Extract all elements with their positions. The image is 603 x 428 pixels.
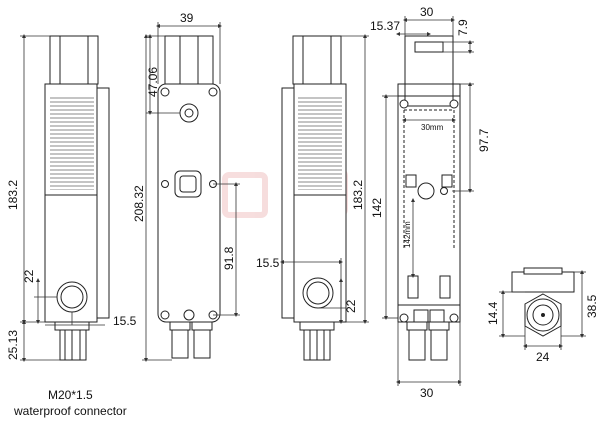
back-view-dims	[382, 16, 474, 386]
dim-right-height: 183.2	[351, 180, 365, 210]
dim-end-height-total: 38.5	[585, 294, 599, 318]
dim-front-width: 39	[180, 11, 194, 25]
dim-back-offset-left: 15.37	[370, 19, 400, 33]
dim-front-head-height: 47.06	[146, 67, 160, 97]
dim-back-width-top: 30	[420, 5, 434, 19]
dim-back-width-bottom: 30	[420, 386, 434, 400]
dim-left-height: 183.2	[6, 180, 20, 210]
dim-left-connector: 25.13	[6, 330, 20, 360]
side-view-left	[44, 35, 110, 361]
dim-back-stroke: 30mm	[421, 123, 444, 132]
dim-back-body-height: 97.7	[477, 128, 491, 152]
dim-back-slot-label: 142mm	[403, 221, 412, 248]
dim-right-button-inset: 15.5	[256, 256, 280, 270]
dim-end-width: 24	[536, 350, 550, 364]
back-view	[397, 35, 461, 361]
dim-left-button-offset: 22	[22, 269, 36, 283]
dim-left-button-inset: 15.5	[113, 314, 137, 328]
connector-caption-line2: waterproof connector	[14, 404, 127, 418]
front-view	[157, 35, 221, 359]
side-view-right	[281, 35, 347, 361]
side-view-right-dims	[280, 34, 369, 324]
connector-caption-line1: M20*1.5	[48, 388, 93, 402]
end-view-dims	[499, 270, 586, 350]
dim-front-total-height: 208.32	[132, 185, 146, 222]
dim-end-height-small: 14.4	[486, 301, 500, 325]
dim-front-center-offset: 91.8	[222, 246, 236, 270]
dim-back-slot-depth: 7.9	[456, 19, 470, 36]
side-view-left-dims	[20, 34, 105, 362]
front-view-dims	[142, 22, 240, 362]
dim-right-button-offset: 22	[344, 299, 358, 313]
end-view	[511, 267, 575, 337]
dim-back-long: 142	[370, 198, 384, 218]
